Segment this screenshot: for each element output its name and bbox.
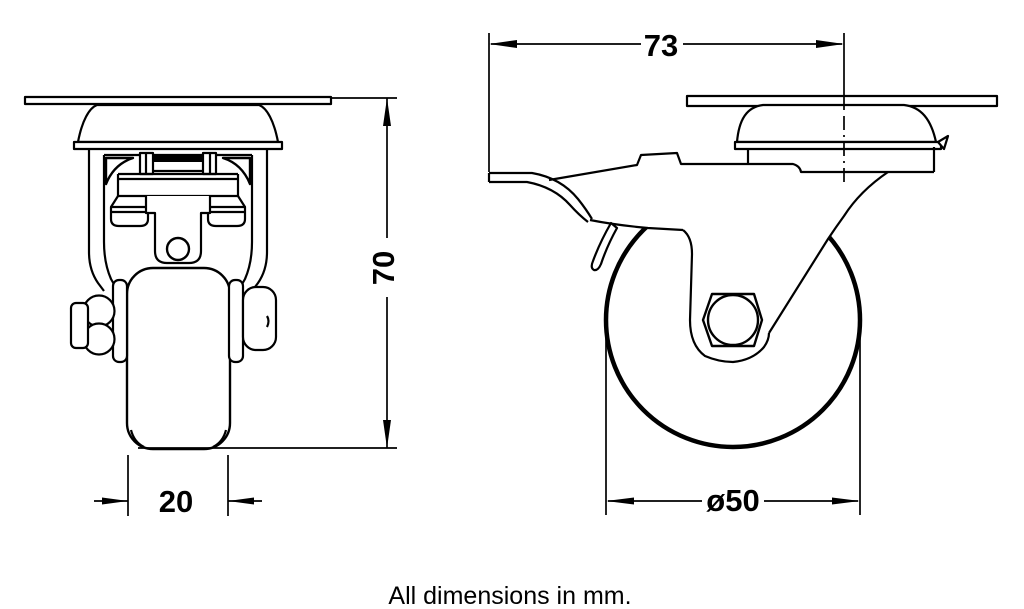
dimension-label-70: 70 — [366, 251, 401, 285]
housing-bottom-edge — [589, 218, 684, 232]
brake-drum-cap-slot — [265, 315, 270, 328]
arrow-left-icon — [606, 497, 634, 505]
extension-lines-20 — [127, 455, 229, 516]
dimension-wheel-diameter: ø50 — [605, 332, 861, 518]
swivel-dome-front — [76, 103, 280, 144]
kingpin-hole — [165, 236, 191, 262]
arrow-up-icon — [383, 98, 391, 126]
brake-drum-cap — [241, 285, 278, 352]
hub-washer-right — [227, 278, 245, 364]
arrow-left-icon — [228, 497, 254, 505]
extension-lines-diameter — [605, 332, 861, 515]
wheel-tread-edge-right — [212, 429, 228, 448]
dome-rim-side — [733, 140, 943, 151]
units-note: All dimensions in mm. — [388, 582, 631, 609]
axle-bore — [706, 293, 760, 347]
front-view — [23, 95, 333, 451]
wheel-tread-edge-left — [129, 429, 145, 448]
swivel-cross-band — [116, 172, 240, 198]
brake-release-lever — [590, 221, 619, 272]
fork-leg-inner-left — [102, 155, 116, 287]
brake-pedal-bottom — [489, 180, 589, 223]
fork-body-fill — [490, 147, 934, 362]
brake-pedal-top — [489, 171, 593, 220]
dome-rim-tip — [936, 134, 950, 151]
arrow-right-icon — [816, 40, 844, 48]
fork-flares — [110, 195, 246, 208]
wheel-front — [125, 266, 232, 451]
fork-foot-left — [109, 205, 150, 228]
fork-leg-inner-right — [240, 155, 254, 287]
axle-bolt-head — [69, 301, 90, 350]
arrow-down-icon — [383, 420, 391, 448]
dimension-overall-length: 73 — [488, 28, 845, 182]
bearing-bar — [146, 154, 210, 162]
fork-foot-right — [206, 205, 247, 228]
dimension-label-20: 20 — [159, 484, 193, 519]
swivel-dome-side — [735, 103, 938, 144]
dome-rim-front — [72, 140, 284, 151]
housing-top-edge — [548, 151, 934, 182]
arrow-left-icon — [489, 40, 517, 48]
fork-leg-outer-right — [251, 149, 269, 292]
fork-leg-front-edge — [768, 171, 889, 334]
fork-leg-rear-edge — [682, 229, 771, 364]
raceway-wing-left — [104, 156, 135, 186]
hub-washer-left — [111, 278, 129, 364]
dimension-wheel-width: 20 — [94, 455, 262, 519]
dimension-label-73: 73 — [644, 28, 678, 63]
dimension-overall-height: 70 — [138, 97, 401, 449]
arrow-right-icon — [102, 497, 128, 505]
bearing-clip-lines — [144, 153, 212, 174]
fork-leg-outer-left — [87, 149, 105, 292]
arrow-right-icon — [832, 497, 860, 505]
side-view — [487, 94, 999, 450]
dimension-label-diameter: ø50 — [706, 483, 759, 518]
top-plate-front — [23, 95, 333, 106]
raceway-wing-right — [221, 156, 252, 186]
kingpin-bracket — [144, 196, 212, 265]
